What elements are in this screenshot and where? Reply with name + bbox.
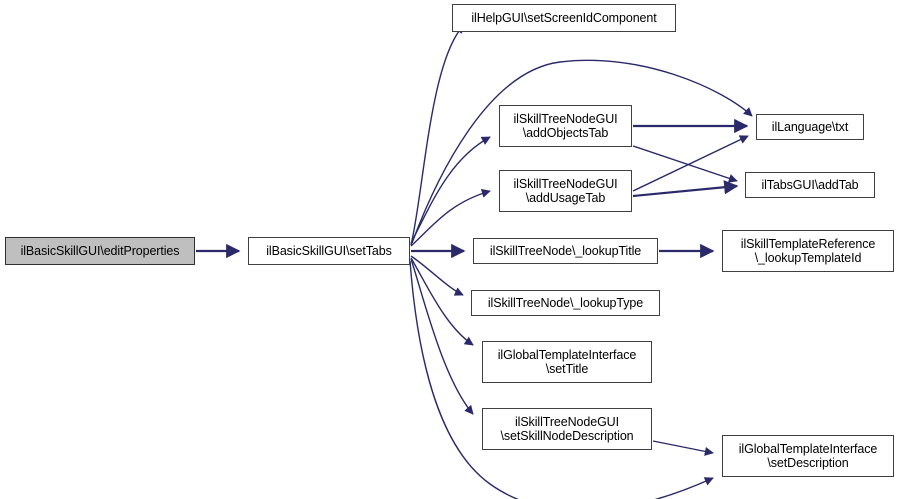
edge-addUsageTab-to-ilLanguageTxt [632,135,749,192]
node-setScreenIdComponent[interactable]: ilHelpGUI\setScreenIdComponent [452,4,676,32]
node-label-editProperties: ilBasicSkillGUI\editProperties [20,244,180,258]
node-lookupType[interactable]: ilSkillTreeNode\_lookupType [471,290,660,316]
node-label-addUsageTab: ilSkillTreeNodeGUI \addUsageTab [513,177,618,205]
edge-setTabs-to-setScreenIdComponent [410,24,465,246]
edge-setTabs-to-ilLanguageTxt [411,59,753,244]
node-label-setDescription: ilGlobalTemplateInterface \setDescriptio… [738,442,878,470]
node-addUsageTab[interactable]: ilSkillTreeNodeGUI \addUsageTab [499,170,632,212]
edge-setTabs-to-addObjectsTab [410,136,491,244]
node-lookupTitle[interactable]: ilSkillTreeNode\_lookupTitle [473,238,658,264]
edge-addObjectsTab-to-addTab [632,145,738,183]
node-label-lookupType: ilSkillTreeNode\_lookupType [487,296,644,310]
node-label-setTabs: ilBasicSkillGUI\setTabs [266,244,392,258]
node-label-addObjectsTab: ilSkillTreeNodeGUI \addObjectsTab [513,112,618,140]
node-label-setTitle: ilGlobalTemplateInterface \setTitle [497,348,637,376]
node-addObjectsTab[interactable]: ilSkillTreeNodeGUI \addObjectsTab [499,105,632,147]
node-label-lookupTitle: ilSkillTreeNode\_lookupTitle [489,244,642,258]
node-setTabs[interactable]: ilBasicSkillGUI\setTabs [248,237,410,265]
node-editProperties[interactable]: ilBasicSkillGUI\editProperties [5,237,195,265]
edge-setTabs-to-setTitle [410,257,474,346]
edge-setSkillNodeDescription-to-setDescription [652,440,714,456]
node-addTab[interactable]: ilTabsGUI\addTab [745,172,875,198]
edge-addUsageTab-to-addTab [632,180,739,198]
node-label-setSkillNodeDescription: ilSkillTreeNodeGUI \setSkillNodeDescript… [500,415,634,443]
edge-setTabs-to-lookupType [410,255,464,296]
node-setSkillNodeDescription[interactable]: ilSkillTreeNodeGUI \setSkillNodeDescript… [482,408,652,450]
node-label-lookupTemplateId: ilSkillTemplateReference \_lookupTemplat… [740,237,876,265]
node-label-setScreenIdComponent: ilHelpGUI\setScreenIdComponent [471,11,657,25]
node-setTitle[interactable]: ilGlobalTemplateInterface \setTitle [482,341,652,383]
node-ilLanguageTxt[interactable]: ilLanguage\txt [756,114,864,140]
node-label-addTab: ilTabsGUI\addTab [761,178,859,192]
edge-setTabs-to-setSkillNodeDescription [410,258,474,415]
node-lookupTemplateId[interactable]: ilSkillTemplateReference \_lookupTemplat… [722,230,894,272]
node-label-ilLanguageTxt: ilLanguage\txt [771,120,849,134]
node-setDescription[interactable]: ilGlobalTemplateInterface \setDescriptio… [722,435,894,477]
